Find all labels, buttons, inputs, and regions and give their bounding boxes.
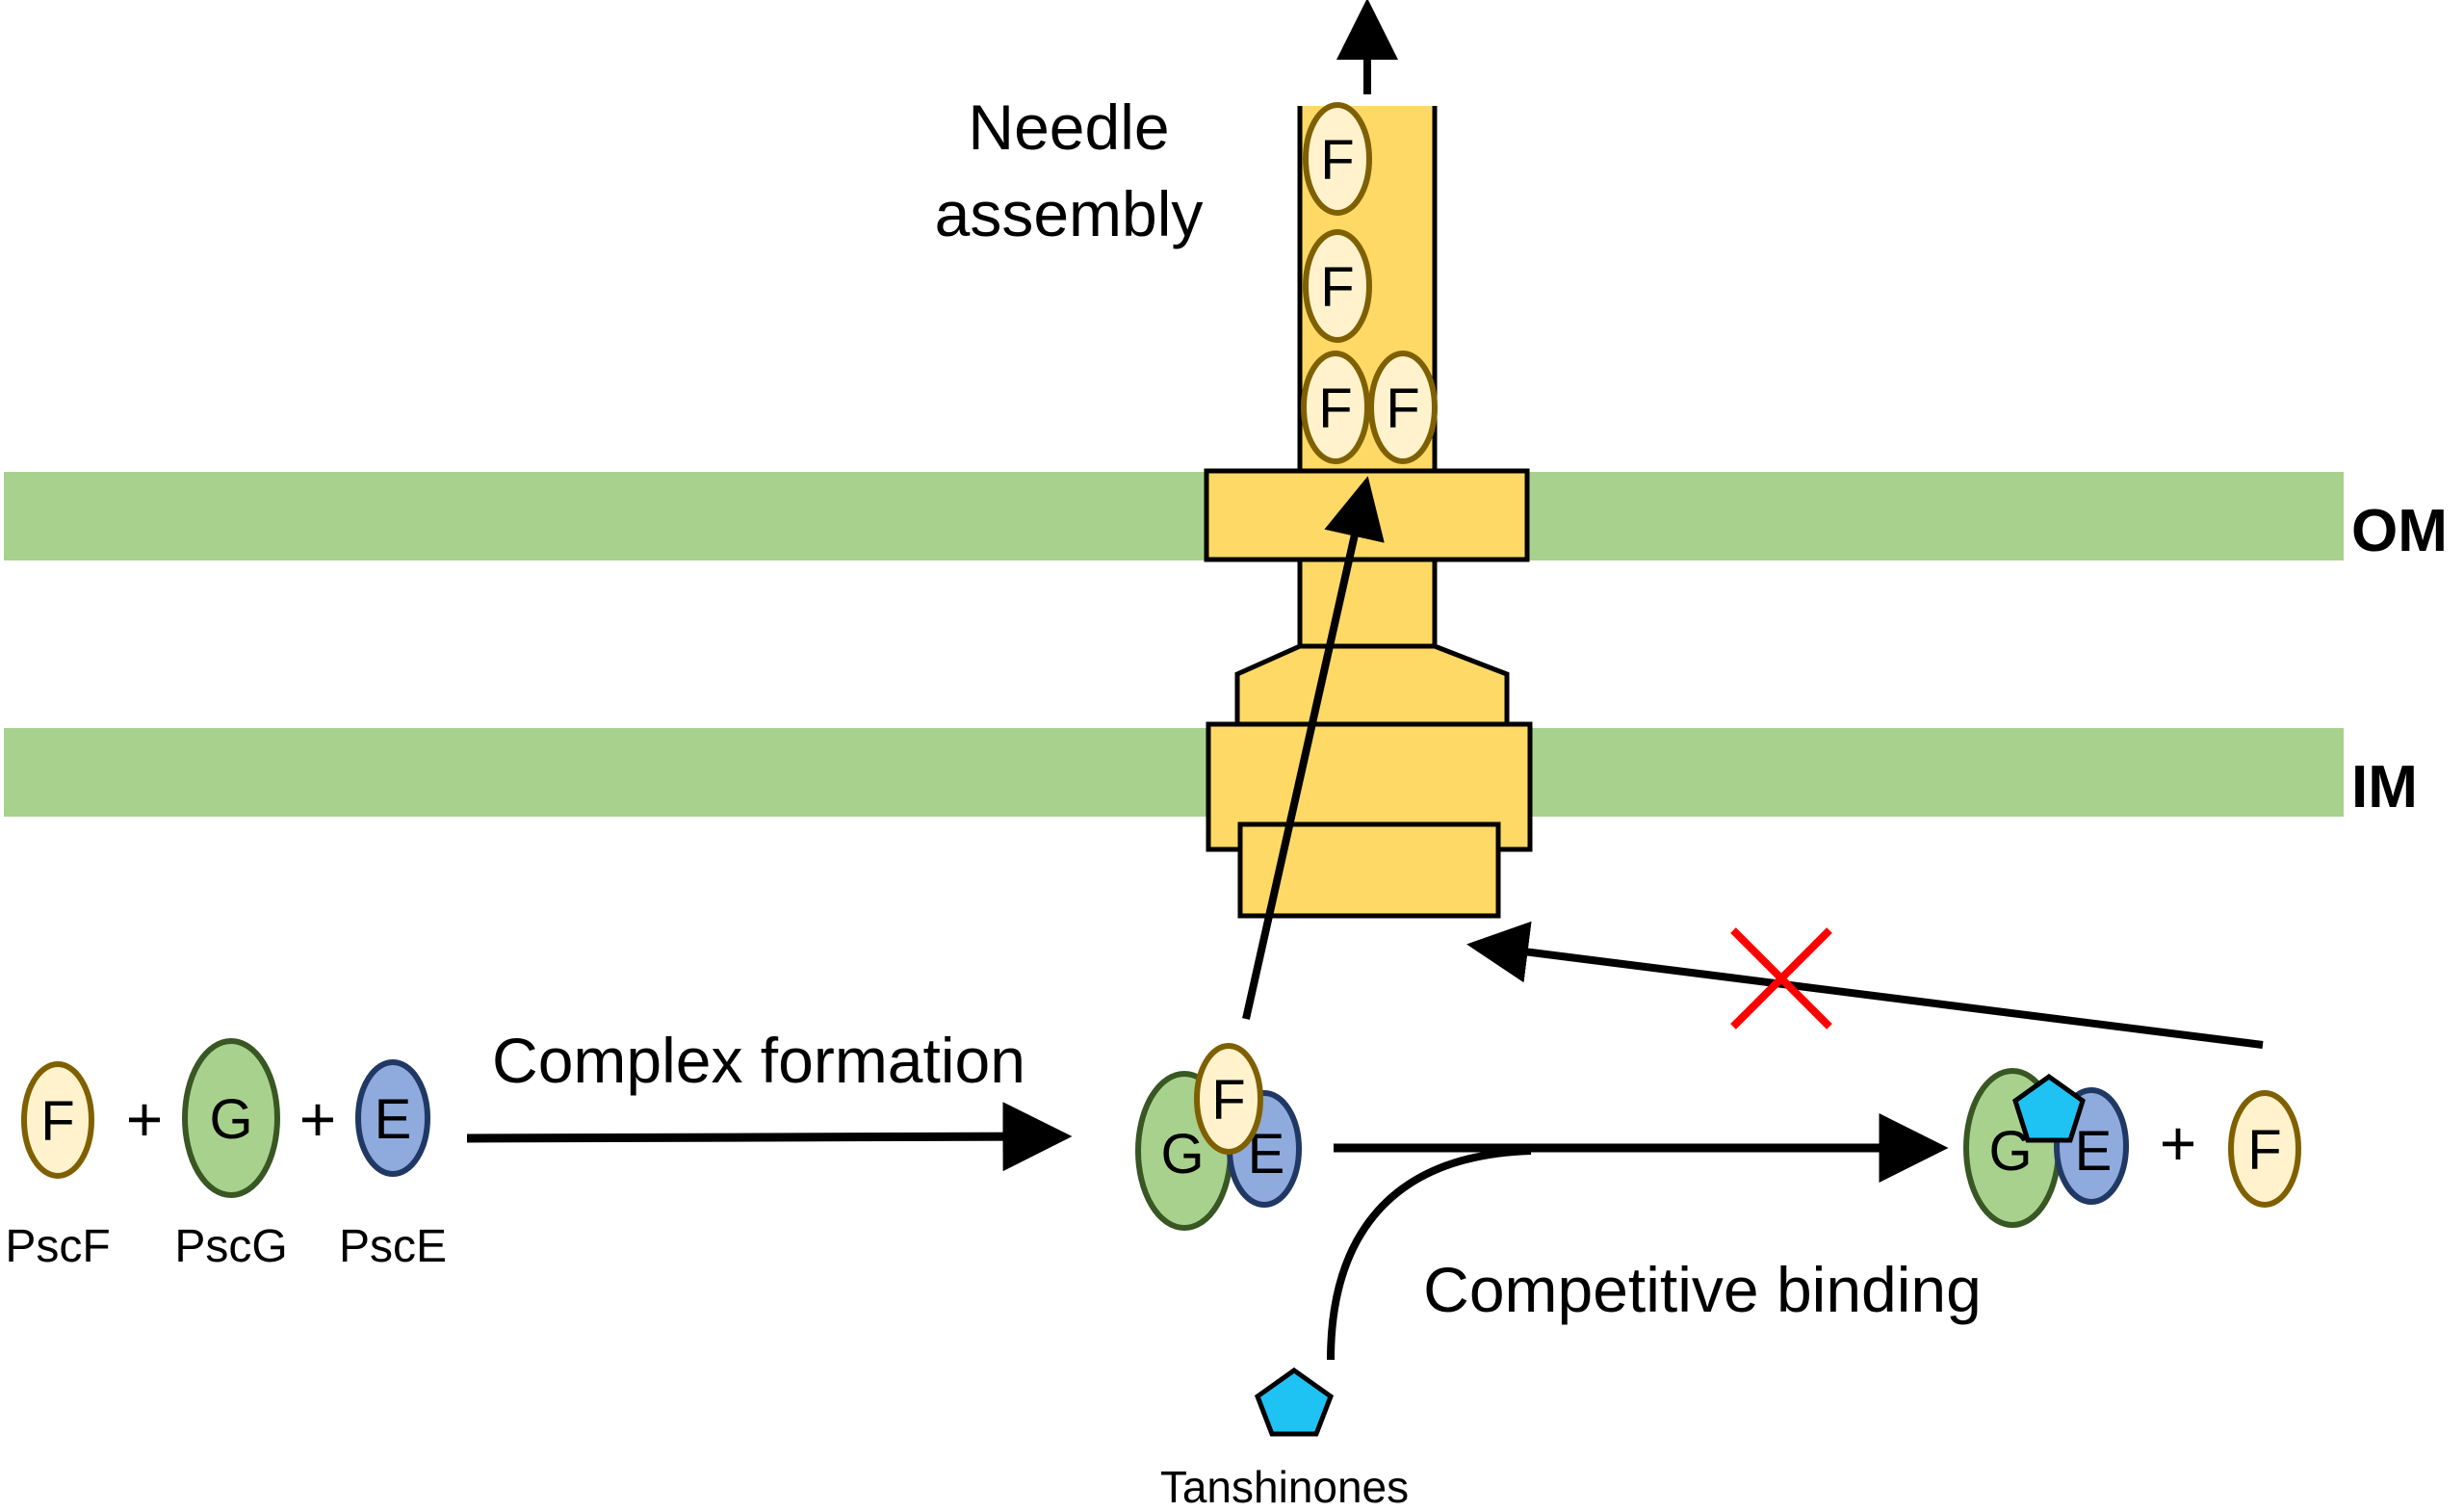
right-psce-letter: E	[2075, 1120, 2113, 1183]
pscf-name: PscF	[5, 1221, 110, 1272]
pscg-free-letter: G	[209, 1088, 252, 1151]
complex-formation-label: Complex formation	[492, 1025, 1025, 1096]
basal-body-cone	[1234, 643, 1510, 727]
outer-ring	[1204, 468, 1530, 562]
psce-free-letter: E	[375, 1088, 412, 1151]
tanshinones-label: Tanshinones	[1160, 1462, 1409, 1511]
secretion-apparatus	[1204, 106, 1533, 919]
red-cross-icon	[1730, 927, 1832, 1029]
complex-pscg-letter: G	[1160, 1123, 1204, 1185]
inner-membrane-label: IM	[2351, 754, 2418, 821]
inner-membrane	[4, 728, 2344, 817]
pscg-free	[182, 1038, 280, 1198]
rod	[1297, 557, 1438, 649]
needle-assembly-label-line1: Needle	[968, 91, 1169, 163]
pscf-subunit	[1303, 102, 1372, 216]
needle-assembly-label-line2: assembly	[935, 178, 1204, 249]
pentagon-icon	[2012, 1073, 2086, 1143]
pscf-subunit	[1368, 351, 1438, 464]
psce-name: PscE	[339, 1221, 447, 1272]
pscf-subunit-letter: F	[1318, 378, 1352, 440]
pscf-free	[21, 1061, 94, 1179]
complex-pscf	[1194, 1043, 1263, 1155]
free-proteins: F + G + E PscF PscG PscE	[5, 1038, 447, 1272]
pscf-free-letter: F	[40, 1090, 74, 1153]
tanshinone-binding-curve	[1327, 1147, 1532, 1361]
needle-pscf-group: F F F F	[1301, 102, 1438, 464]
secretion-arrow	[1242, 476, 1385, 1020]
pscg-psce-tanshinone-complex: G E	[1963, 1068, 2129, 1228]
pscf-subunit-letter: F	[1386, 378, 1419, 440]
complex-pscf-letter: F	[1211, 1069, 1245, 1132]
pscf-subunit	[1301, 351, 1370, 464]
complex-formation-arrow	[466, 1102, 1073, 1172]
pentagon-icon	[1254, 1367, 1335, 1437]
pscf-subunit-letter: F	[1320, 256, 1354, 319]
psce-free	[355, 1059, 430, 1177]
pscg-psce-pscf-complex: G E F	[1135, 1043, 1302, 1231]
pscf-subunit-letter: F	[1320, 129, 1354, 192]
outer-membrane-label: OM	[2351, 498, 2448, 564]
competitive-binding-label: Competitive binding	[1423, 1254, 1982, 1325]
pscf-subunit	[1303, 229, 1372, 343]
plus-sign: +	[299, 1083, 337, 1155]
released-pscf	[2228, 1090, 2301, 1208]
blocked-arrow	[1466, 921, 2264, 1049]
plus-sign: +	[126, 1083, 164, 1155]
released-pscf-letter: F	[2247, 1119, 2281, 1182]
pscg-name: PscG	[174, 1221, 287, 1272]
outer-membrane	[4, 472, 2344, 560]
plus-sign: +	[2160, 1107, 2197, 1179]
